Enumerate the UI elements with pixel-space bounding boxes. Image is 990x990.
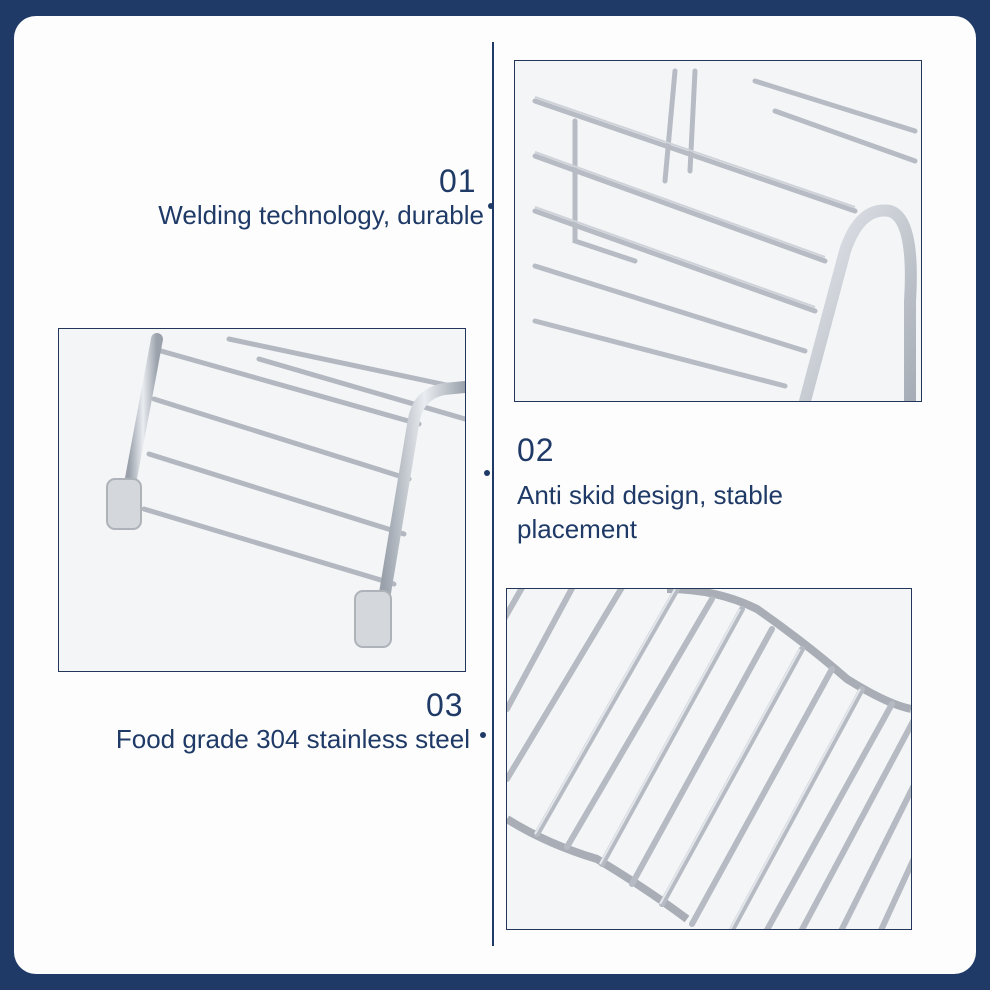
- feature-3-number: 03: [426, 687, 464, 723]
- anti-skid-photo: [58, 328, 466, 672]
- anti-skid-illustration: [59, 329, 465, 671]
- feature-3-dot: [480, 732, 486, 738]
- stainless-steel-photo: [506, 588, 912, 930]
- stainless-steel-illustration: [507, 589, 911, 929]
- rack-weld-photo: [514, 60, 922, 402]
- feature-1-dot: [488, 203, 494, 209]
- feature-1-number: 01: [439, 163, 477, 199]
- rack-weld-illustration: [515, 61, 921, 401]
- feature-2-dot: [484, 470, 490, 476]
- feature-1-text: Welding technology, durable: [158, 200, 484, 230]
- feature-3-text: Food grade 304 stainless steel: [115, 724, 470, 754]
- product-panel: 01 Welding technology, durable 02 Anti s…: [14, 16, 976, 974]
- center-divider: [492, 42, 494, 946]
- feature-2-text: Anti skid design, stable placement: [517, 480, 783, 544]
- feature-2-number: 02: [517, 432, 555, 468]
